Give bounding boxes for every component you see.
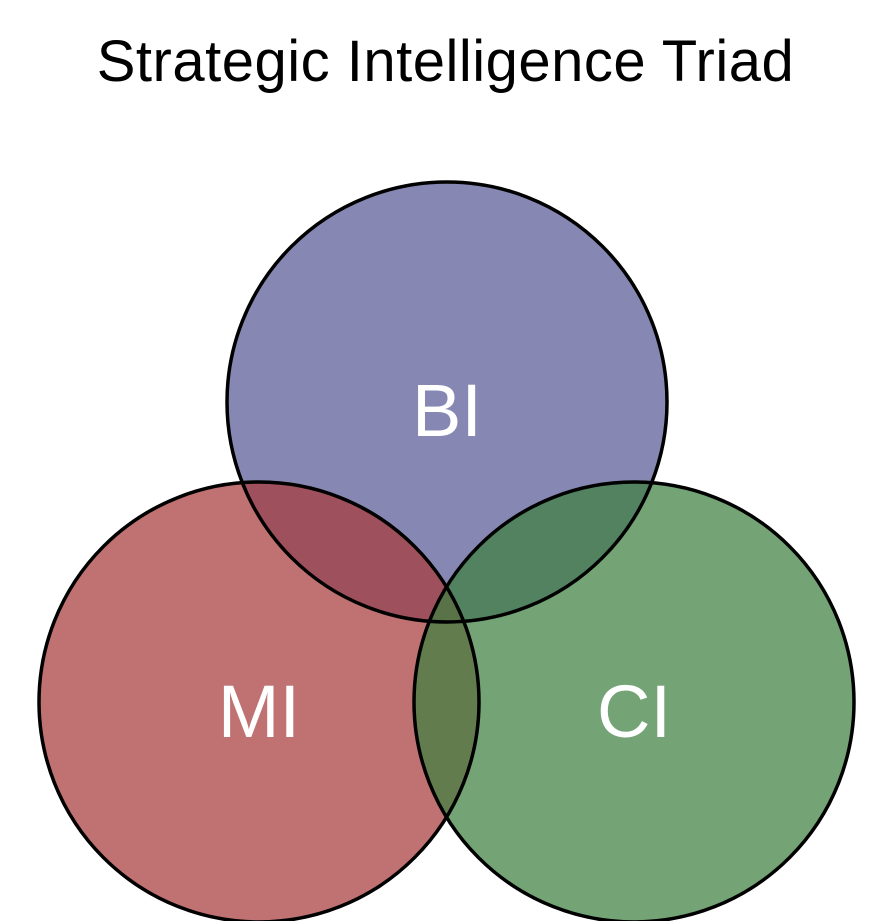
label-ci: CI xyxy=(597,670,671,753)
label-mi: MI xyxy=(218,670,300,753)
circle-fills xyxy=(39,182,854,921)
circle-mi-outline xyxy=(37,480,481,921)
label-bi: BI xyxy=(412,369,482,452)
circle-ci xyxy=(414,482,854,921)
circle-outlines xyxy=(37,180,856,921)
circle-ci-outline xyxy=(412,480,856,921)
circle-mi xyxy=(39,482,479,921)
diagram-title: Strategic Intelligence Triad xyxy=(96,29,795,94)
circle-bi-outline xyxy=(225,180,669,624)
